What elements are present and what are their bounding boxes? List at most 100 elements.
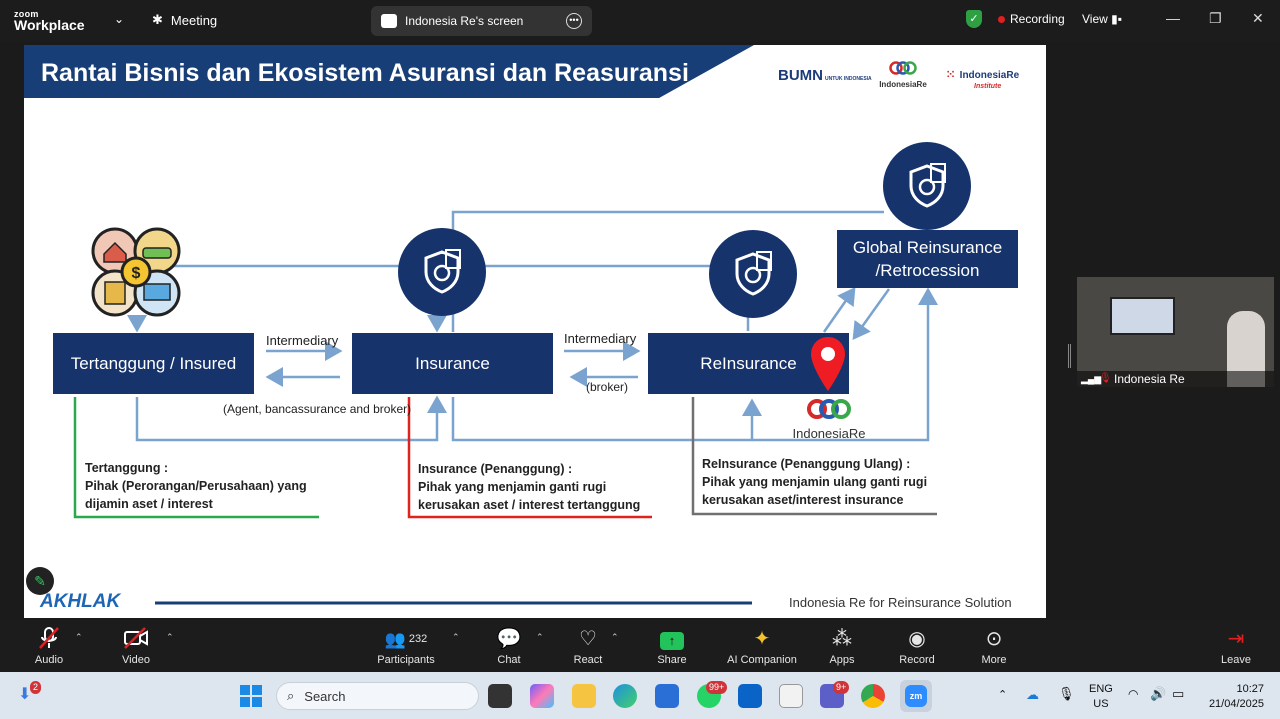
view-layout-icon: ▮▪ (1111, 12, 1122, 26)
annotate-pencil-icon[interactable]: ✎ (26, 567, 54, 595)
video-name-label: Indonesia Re (1077, 371, 1274, 387)
participants-icon: 👥232 (384, 630, 428, 649)
zoom-active-tile[interactable]: zm (900, 680, 932, 712)
heart-icon: ♡ (579, 628, 597, 650)
insurance-box: Insurance (352, 333, 553, 394)
task-view-icon[interactable] (488, 684, 512, 708)
share-screen-icon: ↑ (652, 626, 692, 652)
close-icon[interactable]: ✕ (1252, 10, 1264, 26)
record-dot-icon (998, 15, 1005, 23)
sparkle-icon: ✦ (753, 628, 771, 650)
audio-button[interactable]: Audio (26, 626, 72, 666)
reinsurance-shield-icon (709, 230, 797, 318)
indonesiare-rings-large-icon (807, 399, 851, 419)
intermediary-label-2: Intermediary (564, 331, 637, 346)
shared-slide: Rantai Bisnis dan Ekosistem Asuransi dan… (24, 45, 1046, 618)
teams-badge: 9+ (833, 681, 850, 694)
chat-caret-icon[interactable]: ⌃ (536, 632, 544, 642)
chat-icon: 💬 (496, 628, 522, 650)
participant-video-thumbnail[interactable]: Indonesia Re ▂▄▆ 🎙 (1077, 277, 1274, 387)
insured-assets-icon: $ (90, 226, 182, 318)
akhlak-logo: AKHLAK (40, 591, 121, 612)
participants-caret-icon[interactable]: ⌃ (452, 632, 460, 642)
signal-icon: ▂▄▆ (1081, 374, 1102, 384)
mic-tray-icon[interactable]: 🎙 (1058, 686, 1075, 701)
indonesiare-rings-icon (889, 61, 917, 75)
video-button[interactable]: Video (114, 626, 158, 666)
elo-icon[interactable] (779, 684, 803, 708)
participants-icon: ✱ (152, 12, 163, 27)
insured-description: Tertanggung :Pihak (Perorangan/Perusahaa… (85, 461, 307, 511)
wifi-icon[interactable]: ◠ (1128, 687, 1139, 701)
search-icon: ⌕ (287, 688, 295, 703)
battery-icon[interactable]: ▭ (1172, 686, 1185, 701)
muted-mic-icon: 🎙 (1099, 373, 1112, 384)
search-placeholder: Search (304, 688, 346, 704)
encryption-shield-icon[interactable]: ✓ (966, 10, 982, 28)
record-button[interactable]: ◉ Record (896, 626, 938, 666)
flow-connectors (73, 210, 938, 605)
edge-icon[interactable] (613, 684, 637, 708)
participants-button[interactable]: 👥232 Participants (370, 626, 442, 666)
onedrive-icon[interactable]: ☁ (1026, 687, 1039, 702)
video-room-screen (1110, 297, 1175, 335)
indonesiare-mark: IndonesiaRe (784, 397, 874, 441)
volume-icon[interactable]: 🔊 (1150, 686, 1167, 701)
zoom-top-bar: zoom Workplace ⌄ ✱ Meeting Indonesia Re'… (0, 0, 1280, 42)
whatsapp-badge: 99+ (706, 681, 728, 694)
apps-button[interactable]: ⁂ Apps (824, 626, 860, 666)
notification-badge: 2 (30, 681, 42, 694)
notification-icon[interactable]: ⬇ (18, 686, 32, 703)
ai-companion-button[interactable]: ✦ AI Companion (722, 626, 802, 666)
file-explorer-icon[interactable] (572, 684, 596, 708)
recording-label: Recording (1010, 12, 1065, 26)
svg-text:$: $ (132, 265, 141, 282)
recording-indicator[interactable]: Recording (998, 12, 1065, 26)
audio-caret-icon[interactable]: ⌃ (75, 632, 83, 642)
meeting-toolbar: Audio ⌃ Video ⌃ 👥232 Participants ⌃ 💬 Ch… (0, 620, 1280, 672)
more-button[interactable]: ⊙ More (976, 626, 1012, 666)
video-caret-icon[interactable]: ⌃ (166, 632, 174, 642)
resize-handle[interactable] (1068, 344, 1071, 368)
leave-icon: ⇥ (1227, 628, 1245, 650)
outlook-icon[interactable] (738, 684, 762, 708)
global-reinsurance-box: Global Reinsurance /Retrocession (837, 230, 1018, 288)
tray-chevron-icon[interactable]: ⌃ (998, 689, 1008, 701)
copilot-icon[interactable] (530, 684, 554, 708)
apps-icon: ⁂ (832, 628, 852, 650)
slide-title: Rantai Bisnis dan Ekosistem Asuransi dan… (41, 59, 689, 87)
chevron-down-icon[interactable]: ⌄ (114, 12, 125, 26)
meeting-menu[interactable]: ✱ Meeting (152, 12, 217, 28)
insurance-description: Insurance (Penanggung) :Pihak yang menja… (418, 462, 641, 512)
share-title: Indonesia Re's screen (405, 14, 524, 28)
store-icon[interactable] (655, 684, 679, 708)
mic-muted-icon (26, 626, 72, 652)
more-options-icon[interactable]: ••• (566, 13, 582, 29)
taskbar-search[interactable]: ⌕ Search (276, 682, 479, 710)
leave-button[interactable]: ⇥ Leave (1218, 626, 1254, 666)
screen-share-icon (381, 14, 397, 28)
react-button[interactable]: ♡ React (568, 626, 608, 666)
intermediary-label-1: Intermediary (266, 333, 339, 348)
chat-button[interactable]: 💬 Chat (490, 626, 528, 666)
indonesiare-logo: IndonesiaRe (878, 61, 928, 89)
windows-start-icon[interactable] (240, 685, 262, 712)
maximize-icon[interactable]: ❐ (1209, 10, 1222, 26)
chrome-icon[interactable] (861, 684, 885, 708)
footer-text: Indonesia Re for Reinsurance Solution (789, 595, 1012, 610)
location-pin-icon (809, 335, 847, 398)
reinsurance-description: ReInsurance (Penanggung Ulang) :Pihak ya… (702, 457, 928, 507)
more-icon: ⊙ (985, 628, 1003, 650)
share-title-pill[interactable]: Indonesia Re's screen ••• (371, 6, 592, 36)
minimize-icon[interactable]: — (1166, 10, 1180, 26)
video-off-icon (114, 626, 158, 652)
view-button[interactable]: View ▮▪ (1082, 12, 1122, 26)
zoom-brand-bottom: Workplace (14, 17, 85, 33)
share-button[interactable]: ↑ Share (652, 626, 692, 666)
react-caret-icon[interactable]: ⌃ (611, 632, 619, 642)
agent-note: (Agent, bancassurance and broker) (223, 402, 412, 416)
